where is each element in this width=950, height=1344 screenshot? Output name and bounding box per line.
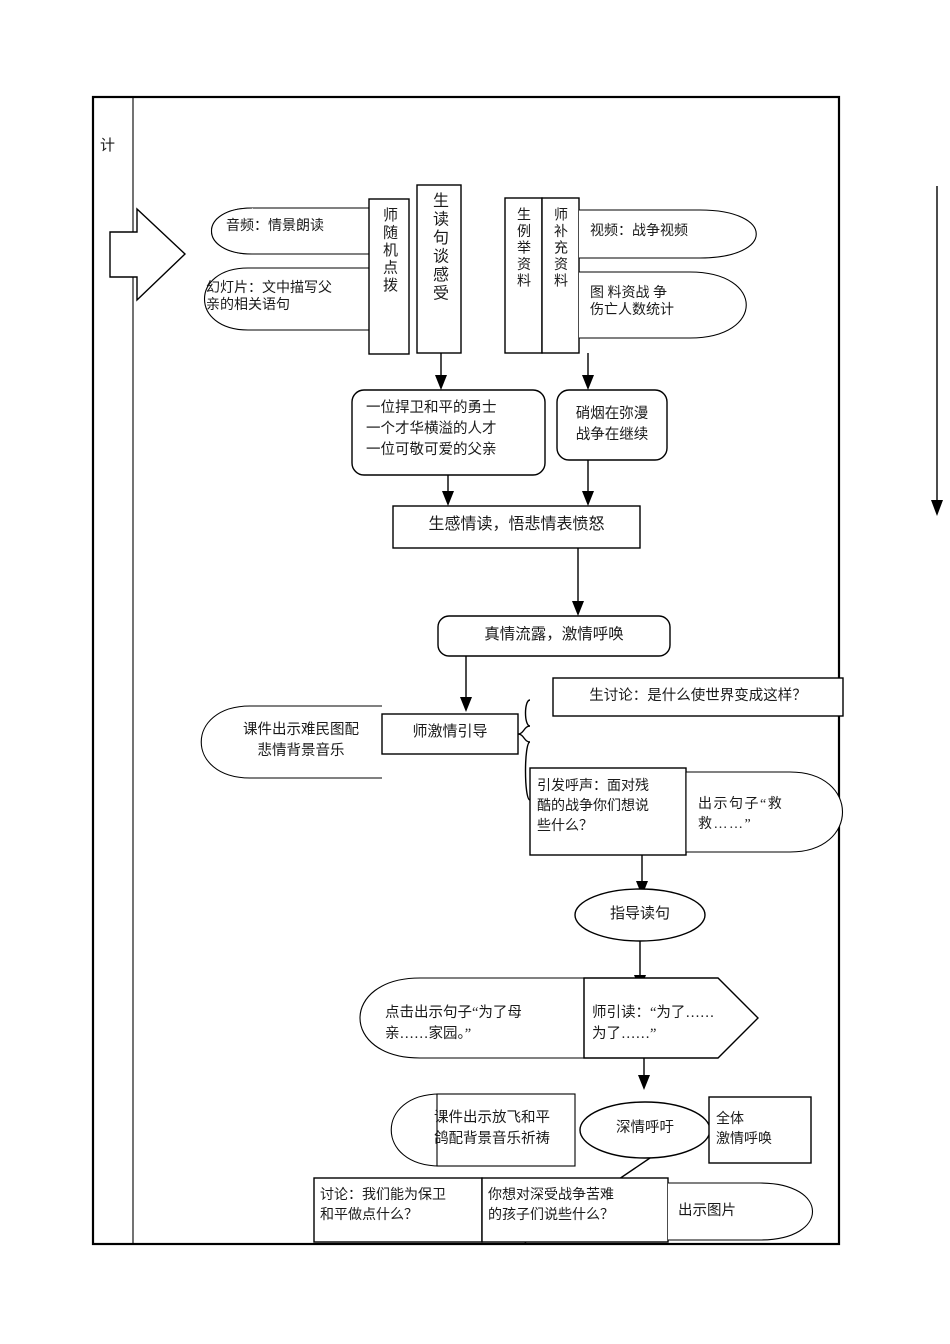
emotion-read-box — [392, 505, 641, 549]
refugee-oval — [200, 705, 382, 779]
arrowhead-emotion-down — [572, 601, 584, 616]
deep-call-ellipse — [579, 1101, 711, 1159]
entry-block-arrow — [109, 207, 187, 302]
discuss-peace-box — [313, 1177, 483, 1243]
video-oval — [579, 209, 757, 259]
teacher-guide-label: 师随机点拨 — [381, 207, 397, 295]
teacher-supplement-label: 师补充资料 — [552, 207, 567, 290]
teacher-passion-box — [381, 713, 519, 755]
all-passion-box — [708, 1096, 812, 1164]
arrowhead-threelines-down — [442, 491, 454, 506]
student-examples-label: 生例举资料 — [515, 207, 530, 290]
show-picture-oval — [668, 1182, 813, 1241]
say-to-children-box — [481, 1177, 669, 1243]
student-read-box — [416, 184, 462, 354]
slide-oval — [203, 267, 352, 331]
dove-box-frame — [436, 1093, 576, 1167]
audio-oval-bottom — [211, 207, 352, 255]
arrowhead-threelines — [435, 375, 447, 390]
student-read-label: 生读句谈感受 — [430, 192, 447, 303]
arrowhead-smoke-down — [582, 491, 594, 506]
arrowhead-teacherlead-down — [638, 1075, 650, 1090]
show-sentence-oval — [686, 771, 843, 853]
true-feeling-box — [437, 615, 671, 657]
call-out-box — [529, 767, 687, 856]
teacher-guide-box — [368, 198, 410, 355]
outer-table-border — [91, 95, 841, 1246]
teacher-lead-arrow-shape — [583, 977, 759, 1059]
guide-read-ellipse — [574, 888, 706, 942]
brace-connector — [517, 699, 531, 801]
arrowhead-truefeeling-down — [460, 697, 472, 712]
right-flow-arrowhead — [931, 500, 943, 516]
arrowhead-smoke — [582, 375, 594, 390]
discussion-box — [552, 677, 844, 717]
three-lines-box — [351, 389, 546, 476]
picture-oval — [579, 271, 747, 339]
smoke-box — [556, 389, 668, 461]
click-show-oval — [359, 977, 584, 1059]
